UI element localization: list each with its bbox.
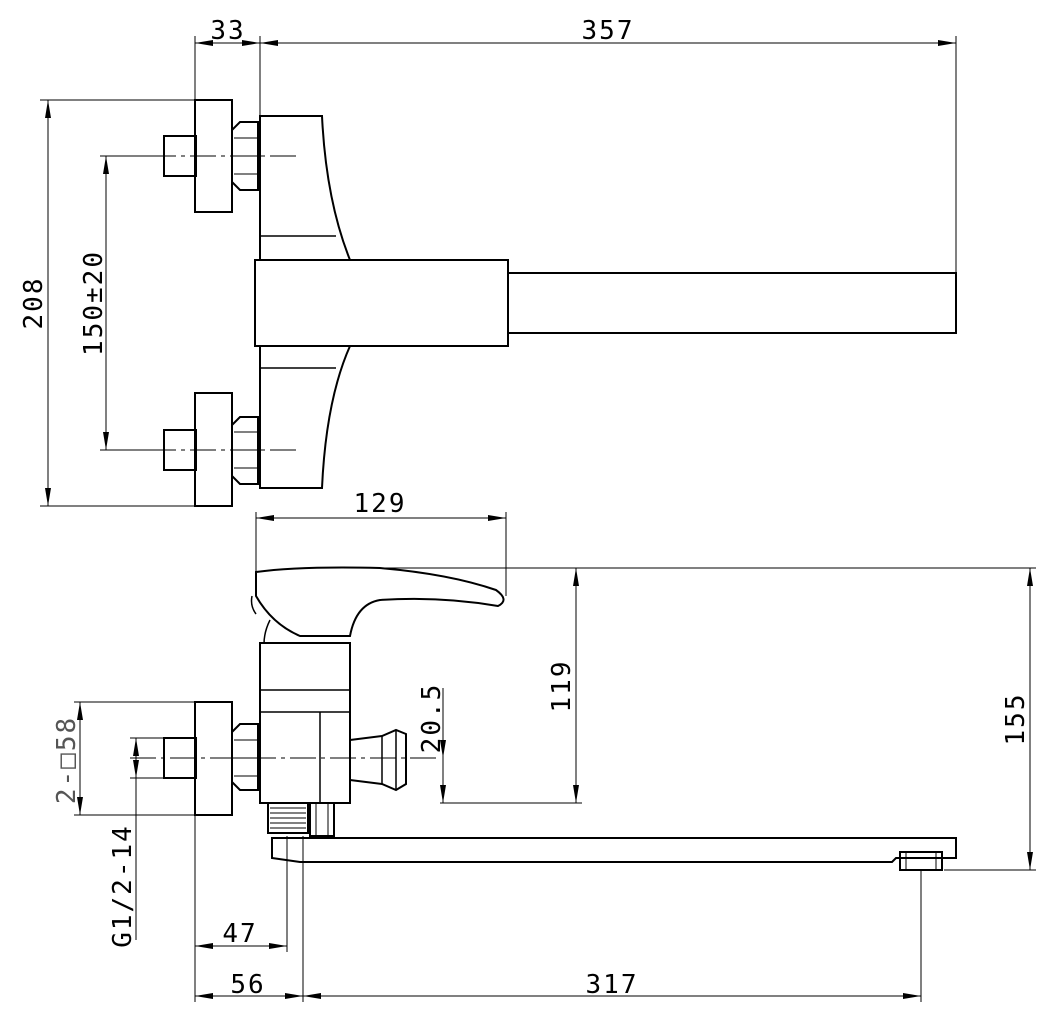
dim-thread-label: G1/2-14 (108, 824, 138, 948)
dim-357-label: 357 (582, 16, 635, 46)
side-diverter-knob (349, 728, 407, 792)
dim-20-5-label: 20.5 (417, 683, 447, 754)
dim-119-label: 119 (547, 660, 577, 713)
top-mixer-body (259, 115, 351, 489)
dim-56-label: 56 (230, 970, 265, 1000)
dim-317-label: 317 (586, 970, 639, 1000)
side-spout-nut (267, 802, 335, 837)
dim-317: 317 (303, 970, 921, 1000)
dim-357: 357 (260, 16, 957, 273)
dim-33: 33 (194, 16, 261, 116)
top-view: 33 357 208 150±20 (19, 16, 957, 507)
dim-208: 208 (19, 99, 195, 507)
dim-33-label: 33 (210, 16, 245, 46)
side-view: 129 119 155 20.5 (52, 489, 1036, 1002)
dim-129-label: 129 (354, 489, 407, 519)
dim-2x58-label: 2-□58 (52, 716, 82, 804)
dim-56: 56 (195, 970, 303, 1000)
dim-47: 47 (195, 919, 287, 949)
dim-thread: G1/2-14 (108, 737, 164, 948)
side-lever-handle (250, 566, 505, 645)
dim-129: 129 (255, 489, 507, 596)
side-spout (271, 837, 957, 871)
dim-119: 119 (440, 568, 582, 804)
side-mixer-body (259, 642, 351, 804)
top-spout (254, 259, 957, 347)
dim-150-label: 150±20 (79, 250, 109, 356)
dim-20-5: 20.5 (417, 683, 447, 803)
dim-208-label: 208 (19, 277, 49, 330)
dim-47-label: 47 (222, 919, 257, 949)
dim-2x58: 2-□58 (52, 701, 195, 816)
dim-155: 155 (944, 568, 1036, 871)
dim-155-label: 155 (1001, 693, 1031, 746)
dim-150: 150±20 (79, 155, 164, 451)
